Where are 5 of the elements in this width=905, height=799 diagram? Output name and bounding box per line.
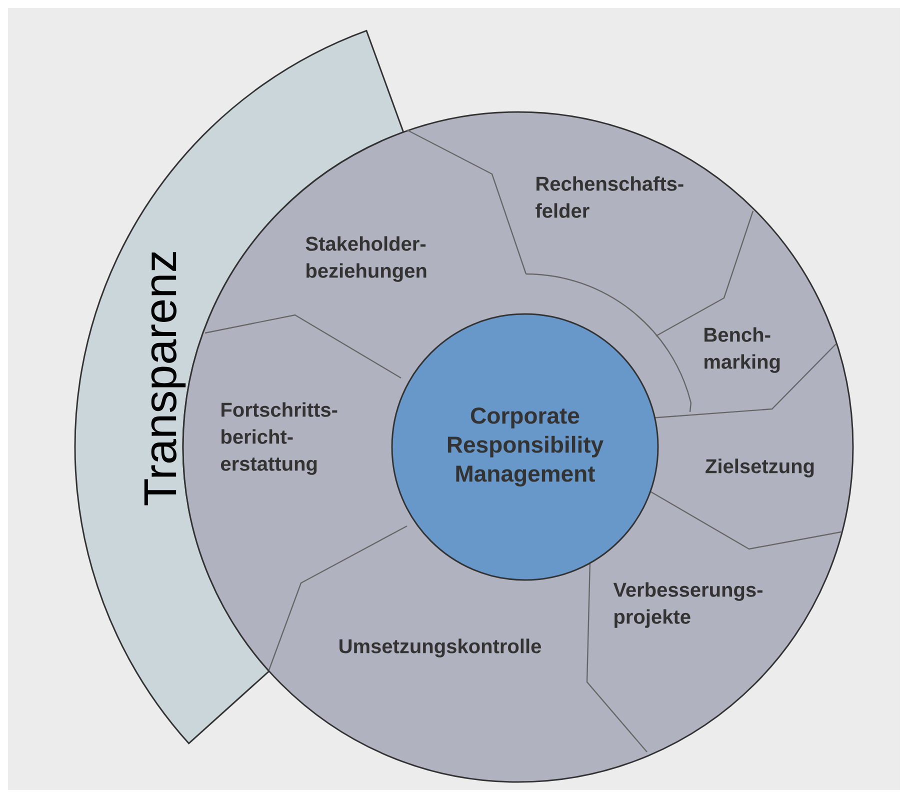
segment-label: Rechenschafts- felder: [536, 176, 684, 218]
segment-label: Bench- marking: [704, 327, 780, 373]
segment-label: Verbesserungs- projekte: [613, 582, 762, 628]
segment-label: Zielsetzung: [706, 458, 814, 478]
segment-label: Fortschritts- bericht- erstattung: [221, 402, 338, 475]
